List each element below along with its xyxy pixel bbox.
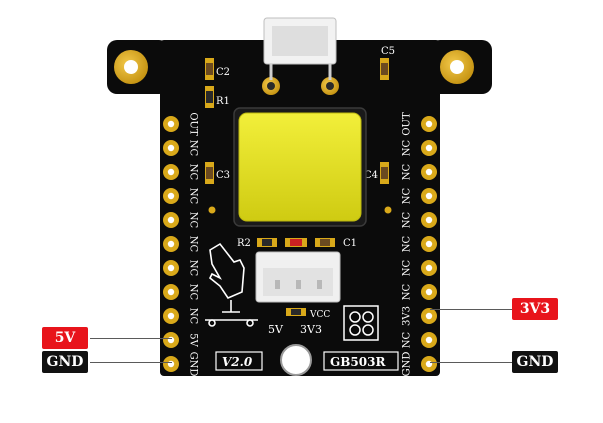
right-pin-hole [425, 240, 433, 248]
silk-c2: C2 [216, 67, 230, 78]
version-label-box: V2.0 [215, 351, 263, 371]
right-pin-label: NC [402, 235, 413, 252]
left-pin-hole [167, 240, 175, 248]
leader-5v [90, 338, 172, 339]
right-pin-hole [425, 288, 433, 296]
leader-gnd-left [90, 362, 172, 363]
left-pin-label: NC [188, 188, 199, 205]
silk-r2: R2 [237, 238, 251, 249]
left-pin-hole [167, 264, 175, 272]
silk-model: GB503R [330, 355, 386, 369]
left-pin-label: NC [188, 140, 199, 157]
leader-3v3 [430, 309, 512, 310]
mount-hole-right [440, 50, 474, 84]
left-pin-label: NC [188, 164, 199, 181]
left-pin-hole [167, 192, 175, 200]
left-pin-hole [167, 312, 175, 320]
smd-c1 [315, 238, 335, 247]
left-pin-label: 5V [188, 333, 199, 347]
right-pin-label: 3V3 [402, 306, 413, 326]
left-pin-hole [167, 120, 175, 128]
silk-version: V2.0 [222, 355, 253, 369]
right-pin-label: GND [402, 352, 413, 377]
silk-vcc: VCC [309, 310, 330, 320]
right-pin-label: NC [402, 187, 413, 204]
callout-gnd-right: GND [512, 351, 558, 373]
right-pin-label: NC [402, 331, 413, 348]
silk-c1: C1 [343, 238, 357, 249]
model-label-box: GB503R [323, 351, 399, 371]
left-pin-label: OUT [188, 112, 199, 136]
silk-r1: R1 [216, 96, 230, 107]
right-pin-label: NC [402, 211, 413, 228]
right-pin-label: NC [402, 163, 413, 180]
smd-c3 [205, 162, 214, 184]
right-pin-hole [425, 120, 433, 128]
right-pin-hole [425, 336, 433, 344]
silk-c5: C5 [381, 46, 395, 57]
right-pin-hole [425, 168, 433, 176]
left-pin-hole [167, 168, 175, 176]
silk-c3: C3 [216, 170, 230, 181]
right-pin-label: OUT [402, 112, 413, 136]
callout-5v: 5V [42, 327, 88, 349]
smd-c2 [205, 58, 214, 80]
smd-vcc-res [286, 308, 306, 316]
callout-gnd-left: GND [42, 351, 88, 373]
smd-r2 [257, 238, 277, 247]
finger-press-icon [205, 242, 258, 327]
left-pin-label: NC [188, 284, 199, 301]
callout-3v3: 3V3 [512, 298, 558, 320]
mark-icon [343, 305, 379, 341]
status-led [285, 238, 307, 247]
left-pin-hole [167, 216, 175, 224]
bottom-hole [280, 344, 312, 376]
smd-r1 [205, 86, 214, 108]
leader-gnd-right [430, 362, 512, 363]
smd-c4 [380, 162, 389, 184]
silk-5v: 5V [268, 323, 284, 336]
right-pin-hole [425, 216, 433, 224]
left-pin-hole [167, 144, 175, 152]
push-button[interactable] [233, 107, 367, 227]
left-pin-hole [167, 288, 175, 296]
right-pin-label: NC [402, 259, 413, 276]
left-pin-label: NC [188, 236, 199, 253]
top-connector [262, 17, 339, 95]
smd-c5 [380, 58, 389, 80]
silk-3v3: 3V3 [300, 323, 322, 336]
right-pin-hole [425, 264, 433, 272]
left-pin-label: NC [188, 212, 199, 229]
mount-hole-left [114, 50, 148, 84]
right-pin-label: NC [402, 139, 413, 156]
left-pin-header: OUT NC NC NC NC NC NC NC NC 5V GND [163, 112, 199, 376]
left-pin-label: GND [188, 352, 199, 377]
right-pin-label: NC [402, 283, 413, 300]
silk-c4: C4 [364, 170, 378, 181]
right-pin-hole [425, 144, 433, 152]
right-pin-hole [425, 192, 433, 200]
left-pin-label: NC [188, 308, 199, 325]
right-pin-hole [425, 312, 433, 320]
bottom-connector [255, 251, 341, 303]
left-pin-label: NC [188, 260, 199, 277]
